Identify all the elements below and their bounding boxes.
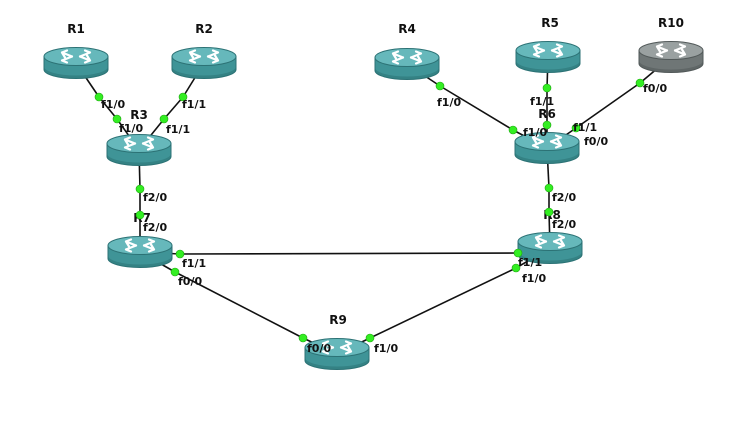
router-r9[interactable]	[304, 338, 370, 370]
port-label-r1-f1-0: f1/0	[101, 98, 125, 111]
port-label-r7-f2-0: f2/0	[143, 221, 167, 234]
router-r3[interactable]	[106, 134, 172, 166]
router-icon	[107, 236, 173, 268]
port-label-r7-f0-0: f0/0	[178, 275, 202, 288]
port-label-r3-f1-0: f1/0	[119, 122, 143, 135]
port-dot-r6-f1-0[interactable]	[508, 125, 518, 135]
router-label-r6: R6	[538, 107, 556, 121]
link-r10-r6[interactable]	[575, 82, 641, 129]
port-dot-r6-f1-1[interactable]	[542, 120, 552, 130]
port-dot-r5-f1-1[interactable]	[542, 83, 552, 93]
router-label-r9: R9	[329, 313, 347, 327]
router-r2[interactable]	[171, 47, 237, 79]
port-dot-r7-f0-0[interactable]	[170, 267, 180, 277]
router-icon	[517, 232, 583, 264]
port-label-r5-f1-1: f1/1	[530, 95, 554, 108]
port-dot-r8-f1-0[interactable]	[511, 263, 521, 273]
router-label-r4: R4	[398, 22, 416, 36]
router-label-r2: R2	[195, 22, 213, 36]
port-label-r3-f2-0: f2/0	[143, 191, 167, 204]
port-dot-r8-f1-1[interactable]	[513, 248, 523, 258]
port-label-r6-f1-0: f1/0	[523, 126, 547, 139]
router-icon	[106, 134, 172, 166]
port-dot-r2-f1-1[interactable]	[178, 92, 188, 102]
port-label-r6-f1-1: f1/1	[573, 121, 597, 134]
port-dot-r9-f0-0[interactable]	[298, 333, 308, 343]
router-icon	[43, 47, 109, 79]
port-label-r8-f1-1: f1/1	[518, 256, 542, 269]
link-r7-r8[interactable]	[179, 252, 519, 255]
router-icon	[304, 338, 370, 370]
port-dot-r10-f0-0[interactable]	[635, 78, 645, 88]
port-dot-r7-f2-0[interactable]	[135, 210, 145, 220]
port-dot-r3-f2-0[interactable]	[135, 184, 145, 194]
router-r8[interactable]	[517, 232, 583, 264]
port-label-r10-f0-0: f0/0	[643, 82, 667, 95]
port-label-r2-f1-1: f1/1	[182, 98, 206, 111]
port-dot-r8-f2-0[interactable]	[544, 207, 554, 217]
port-label-r9-f0-0: f0/0	[307, 342, 331, 355]
port-dot-r6-f2-0[interactable]	[544, 183, 554, 193]
port-label-r6-f0-0: f0/0	[584, 135, 608, 148]
port-dot-r1-f1-0[interactable]	[94, 92, 104, 102]
link-r2-r3[interactable]	[163, 96, 184, 120]
routers-layer: R1R2R3R4R5R10R6R7R8R9	[43, 16, 704, 370]
links-layer	[75, 56, 672, 355]
router-r10[interactable]	[638, 41, 704, 73]
router-label-r3: R3	[130, 108, 148, 122]
port-dot-r7-f1-1[interactable]	[175, 249, 185, 259]
port-label-r8-f2-0: f2/0	[552, 218, 576, 231]
port-dot-r3-f1-0[interactable]	[112, 114, 122, 124]
router-icon	[515, 41, 581, 73]
port-dot-r4-f1-0[interactable]	[435, 81, 445, 91]
link-r8-r9[interactable]	[369, 267, 517, 339]
router-label-r1: R1	[67, 22, 85, 36]
port-dot-r6-f0-0[interactable]	[571, 123, 581, 133]
link-r7-r9[interactable]	[174, 271, 304, 339]
router-label-r10: R10	[658, 16, 684, 30]
port-label-r3-f1-1: f1/1	[166, 123, 190, 136]
port-labels-layer: f1/0 f1/0 f1/1 f1/1 f2/0 f2/0 f1/0 f1/0 f1/1 f1/1…	[101, 82, 667, 355]
port-dots-layer	[94, 78, 645, 343]
router-r1[interactable]	[43, 47, 109, 79]
router-icon	[171, 47, 237, 79]
router-icon	[374, 48, 440, 80]
router-icon	[514, 132, 580, 164]
link-r1-r3[interactable]	[98, 96, 118, 120]
port-label-r8-f1-0: f1/0	[522, 272, 546, 285]
link-r4-r6[interactable]	[439, 85, 514, 131]
port-label-r9-f1-0: f1/0	[374, 342, 398, 355]
router-r5[interactable]	[515, 41, 581, 73]
port-label-r4-f1-0: f1/0	[437, 96, 461, 109]
router-r7[interactable]	[107, 236, 173, 268]
router-icon	[638, 41, 704, 73]
router-label-r5: R5	[541, 16, 559, 30]
router-r4[interactable]	[374, 48, 440, 80]
port-dot-r3-f1-1[interactable]	[159, 114, 169, 124]
port-label-r6-f2-0: f2/0	[552, 191, 576, 204]
port-label-r7-f1-1: f1/1	[182, 257, 206, 270]
port-dot-r9-f1-0[interactable]	[365, 333, 375, 343]
router-r6[interactable]	[514, 132, 580, 164]
